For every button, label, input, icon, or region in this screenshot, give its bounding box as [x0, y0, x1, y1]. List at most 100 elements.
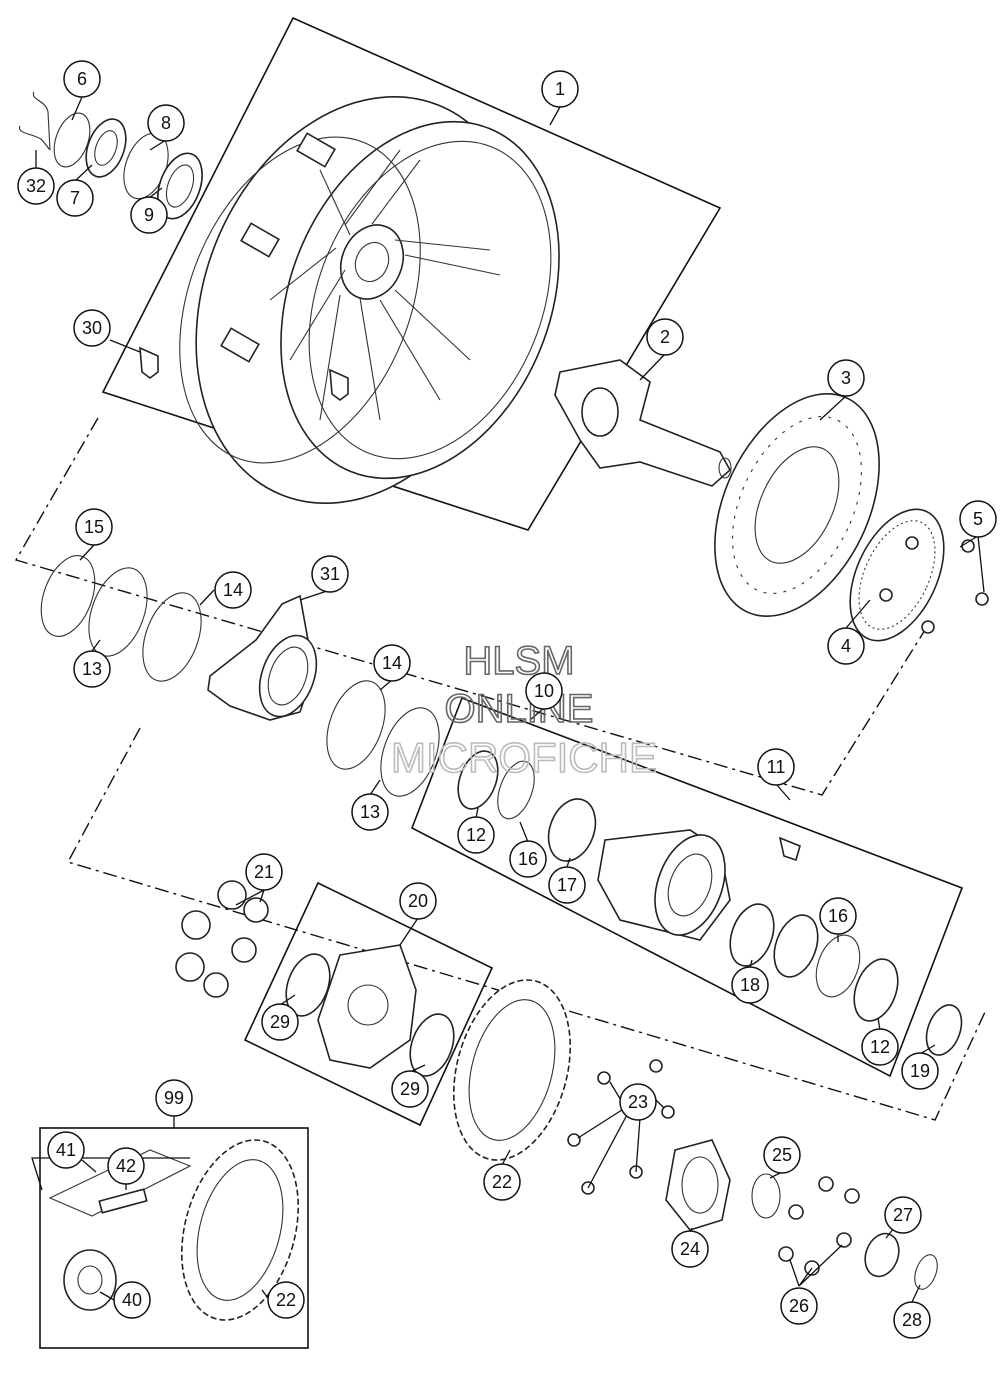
callout-13a: 13	[73, 650, 111, 688]
sprocket-flange	[285, 944, 455, 1077]
callout-20: 20	[399, 882, 437, 920]
svg-text:19: 19	[910, 1061, 930, 1081]
callout-42: 42	[107, 1147, 145, 1185]
svg-text:14: 14	[223, 580, 243, 600]
dash-line-upper	[14, 417, 926, 796]
svg-text:16: 16	[828, 906, 848, 926]
svg-text:99: 99	[164, 1088, 184, 1108]
flange-frame	[243, 881, 494, 1127]
svg-text:41: 41	[56, 1140, 76, 1160]
chain-sprocket	[452, 979, 572, 1161]
svg-text:10: 10	[534, 681, 554, 701]
callout-29a: 29	[261, 1003, 299, 1041]
callout-99: 99	[155, 1079, 193, 1117]
callout-40: 40	[113, 1281, 151, 1319]
callout-14a: 14	[214, 571, 252, 609]
svg-text:12: 12	[466, 825, 486, 845]
svg-text:18: 18	[740, 975, 760, 995]
svg-text:42: 42	[116, 1156, 136, 1176]
watermark-line-1: HLSM	[463, 639, 574, 683]
svg-text:9: 9	[144, 205, 154, 225]
svg-text:5: 5	[973, 509, 983, 529]
callout-12a: 12	[457, 816, 495, 854]
watermark: HLSM ONLINE MICROFICHE	[390, 638, 658, 782]
svg-text:29: 29	[270, 1012, 290, 1032]
hub-shaft	[554, 359, 732, 487]
callout-22a: 22	[483, 1163, 521, 1201]
svg-text:15: 15	[84, 517, 104, 537]
abs-ring	[849, 508, 989, 642]
callout-8: 8	[147, 104, 185, 142]
callout-16a: 16	[509, 840, 547, 878]
hub-frame	[410, 696, 964, 1078]
callout-18: 18	[731, 966, 769, 1004]
watermark-line-2: ONLINE	[445, 687, 594, 731]
svg-text:22: 22	[492, 1172, 512, 1192]
caliper-bracket	[207, 594, 318, 721]
callout-29b: 29	[391, 1070, 429, 1108]
callout-23: 23	[619, 1083, 657, 1121]
svg-text:13: 13	[82, 659, 102, 679]
cush-dampers	[175, 880, 269, 998]
callout-24: 24	[671, 1230, 709, 1268]
svg-text:12: 12	[870, 1037, 890, 1057]
svg-text:27: 27	[893, 1205, 913, 1225]
callout-28: 28	[893, 1301, 931, 1339]
callout-21: 21	[245, 853, 283, 891]
callout-26: 26	[780, 1287, 818, 1325]
svg-text:4: 4	[841, 636, 851, 656]
svg-text:29: 29	[400, 1079, 420, 1099]
callout-5: 5	[959, 500, 997, 538]
callout-27: 27	[884, 1196, 922, 1234]
callout-9: 9	[130, 196, 168, 234]
callout-10: 10	[525, 672, 563, 710]
callout-12b: 12	[861, 1028, 899, 1066]
callout-15: 15	[75, 508, 113, 546]
callout-16b: 16	[819, 897, 857, 935]
svg-text:21: 21	[254, 862, 274, 882]
callout-32: 32	[17, 167, 55, 205]
svg-text:6: 6	[77, 69, 87, 89]
callout-19: 19	[901, 1052, 939, 1090]
callout-30: 30	[73, 309, 111, 347]
callout-4: 4	[827, 627, 865, 665]
top-left-parts	[19, 91, 203, 220]
svg-text:17: 17	[557, 875, 577, 895]
svg-text:31: 31	[320, 564, 340, 584]
callout-31: 31	[311, 555, 349, 593]
callout-3: 3	[827, 359, 865, 397]
svg-text:30: 30	[82, 318, 102, 338]
svg-text:7: 7	[70, 188, 80, 208]
callout-11: 11	[757, 748, 795, 786]
callout-2: 2	[646, 318, 684, 356]
svg-text:20: 20	[408, 891, 428, 911]
svg-text:23: 23	[628, 1092, 648, 1112]
callout-14b: 14	[373, 644, 411, 682]
callout-41: 41	[47, 1131, 85, 1169]
small-hardware	[567, 1059, 938, 1290]
svg-text:8: 8	[161, 113, 171, 133]
svg-text:22: 22	[276, 1290, 296, 1310]
svg-text:11: 11	[767, 757, 786, 777]
svg-text:26: 26	[789, 1296, 809, 1316]
callout-7: 7	[56, 179, 94, 217]
wheel-frame	[101, 16, 722, 531]
svg-text:25: 25	[772, 1145, 792, 1165]
callout-13b: 13	[351, 793, 389, 831]
callout-25: 25	[763, 1136, 801, 1174]
svg-text:1: 1	[555, 79, 565, 99]
callout-22b: 22	[267, 1281, 305, 1319]
callout-17: 17	[548, 866, 586, 904]
svg-text:3: 3	[841, 368, 851, 388]
svg-text:28: 28	[902, 1310, 922, 1330]
svg-text:13: 13	[360, 802, 380, 822]
rear-wheel	[179, 96, 560, 504]
brake-disc	[714, 393, 880, 617]
svg-text:14: 14	[382, 653, 402, 673]
callout-6: 6	[63, 60, 101, 98]
callouts: 1 2 3 4 5 6 7 8 9 10 11 12 12 13 13 14 1…	[17, 60, 997, 1339]
svg-text:32: 32	[26, 176, 46, 196]
hub-carrier	[457, 750, 963, 1056]
svg-text:16: 16	[518, 849, 538, 869]
